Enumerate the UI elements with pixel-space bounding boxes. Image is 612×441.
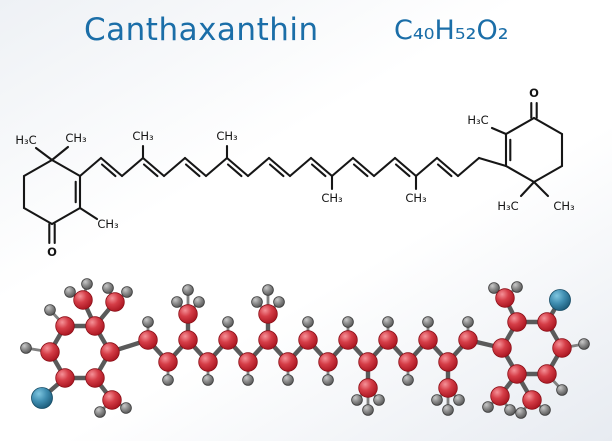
methyl-label: H₃C bbox=[497, 199, 518, 213]
methyl-label: H₃C bbox=[467, 113, 488, 127]
methyl-label: CH₃ bbox=[321, 191, 343, 205]
oxygen-label: O bbox=[529, 86, 539, 100]
methyl-label: CH₃ bbox=[553, 199, 575, 213]
oxygen-label: O bbox=[47, 245, 57, 259]
molecule-title: Canthaxanthin bbox=[84, 12, 319, 48]
methyl-label: CH₃ bbox=[132, 129, 154, 143]
methyl-label: CH₃ bbox=[405, 191, 427, 205]
methyl-label: H₃C bbox=[15, 133, 36, 147]
skeletal-bond-lines bbox=[22, 101, 564, 245]
methyl-label: CH₃ bbox=[97, 217, 119, 231]
skeletal-labels: H₃C CH₃ CH₃ O CH₃ CH₃ CH₃ CH₃ H₃C O H₃C … bbox=[15, 86, 575, 259]
methyl-label: CH₃ bbox=[65, 131, 87, 145]
methyl-label: CH₃ bbox=[216, 129, 238, 143]
model-atom-spheres bbox=[20, 278, 590, 419]
molecule-formula: C₄₀H₅₂O₂ bbox=[394, 15, 509, 46]
